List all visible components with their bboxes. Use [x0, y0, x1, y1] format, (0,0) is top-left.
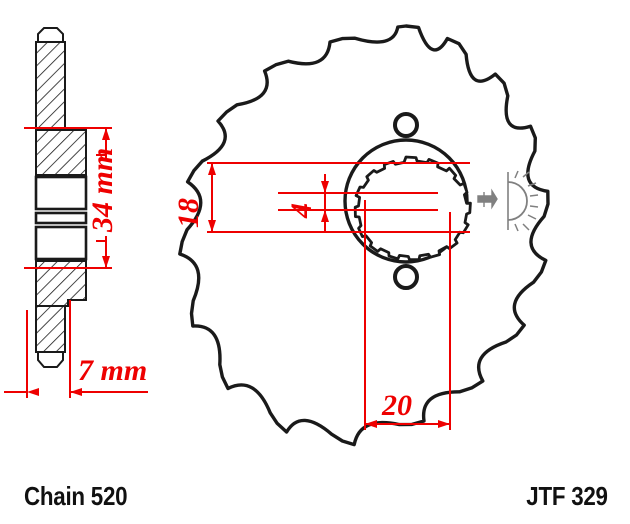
bolt-hole-top [393, 112, 419, 138]
dimension-7mm-text: 7 mm [78, 354, 147, 387]
section-lower-tooth [35, 305, 66, 368]
section-upper-flange [35, 129, 87, 176]
dimension-18: 18 [172, 162, 470, 233]
dimension-18-text: 18 [172, 198, 205, 228]
bolt-hole-bottom [393, 264, 419, 290]
dimension-20-text: 20 [381, 389, 412, 422]
chain-size-label: Chain 520 [24, 481, 128, 511]
side-section-view [34, 27, 88, 368]
front-sprocket-view [178, 24, 550, 447]
section-hollow-chambers [34, 175, 88, 261]
dimension-4-text: 4 [285, 203, 318, 219]
dimension-34mm: 34 mm [24, 127, 119, 269]
dimension-20: 20 [364, 200, 451, 430]
part-number-label: JTF 329 [526, 481, 609, 511]
dimension-7mm: 7 mm [4, 300, 148, 398]
dimension-34mm-text: 34 mm [86, 148, 119, 233]
dimension-4: 4 [278, 174, 438, 232]
splined-bore [353, 155, 472, 261]
spline-detail-symbol [477, 170, 539, 232]
section-upper-tooth [35, 27, 66, 131]
